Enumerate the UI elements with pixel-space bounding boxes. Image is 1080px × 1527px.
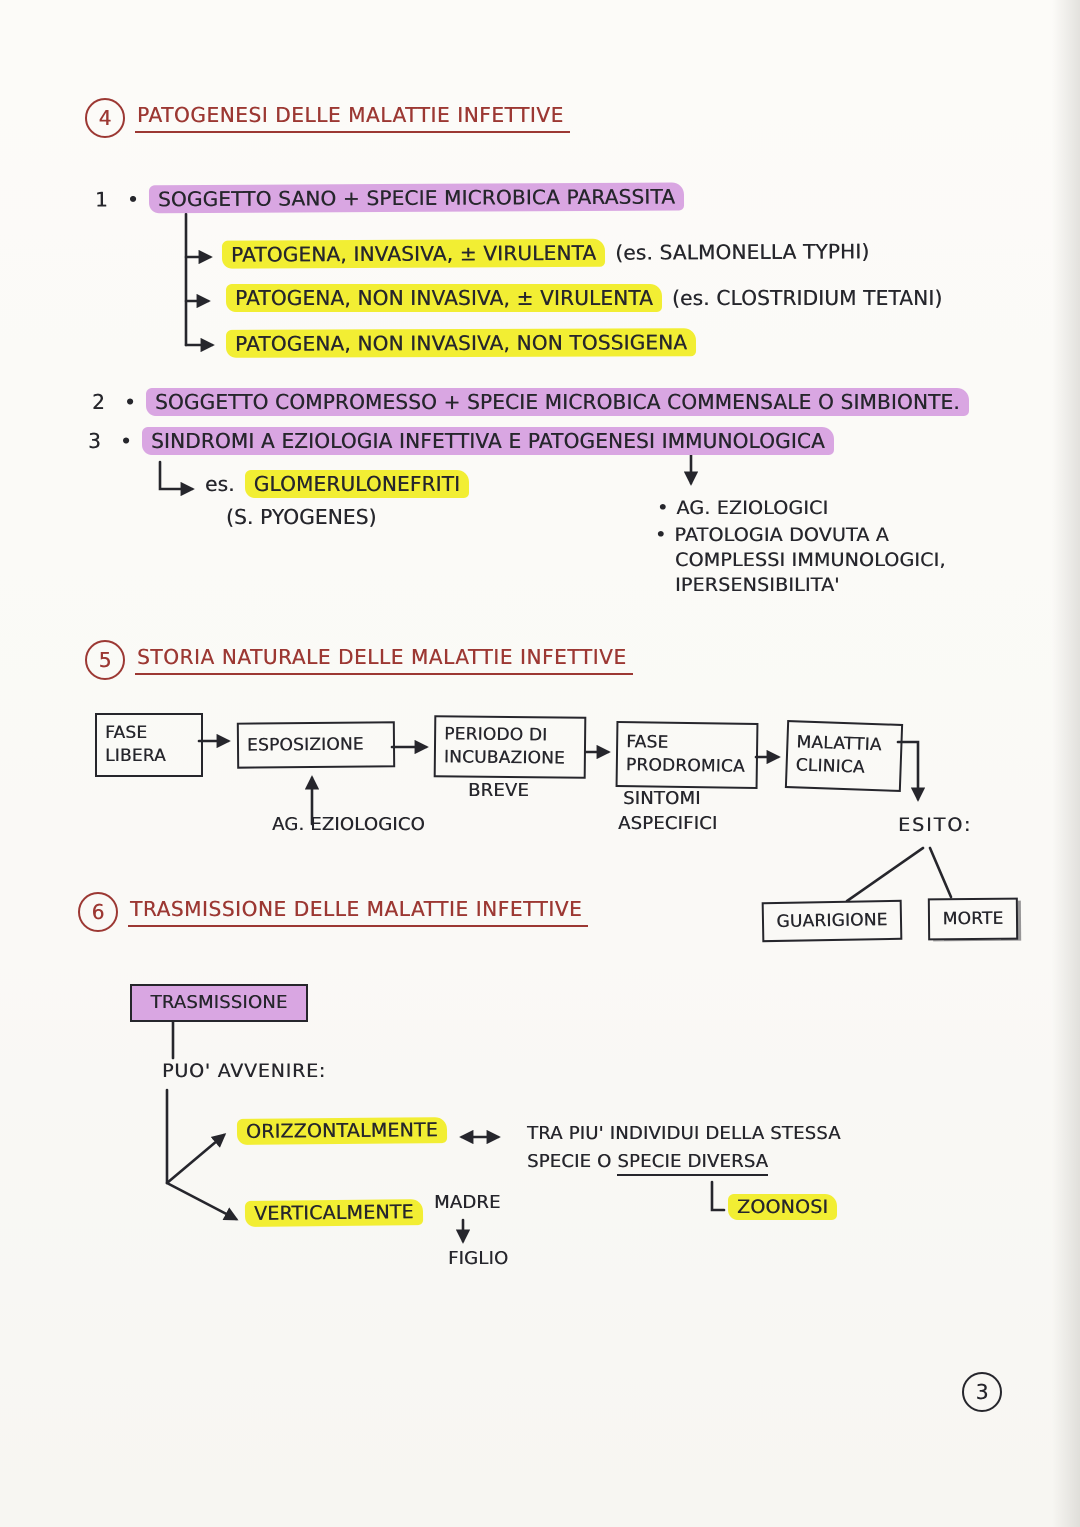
item-3-text: SINDROMI A EZIOLOGIA INFETTIVA E PATOGEN… [142, 427, 834, 455]
page-number: 3 [962, 1372, 1002, 1412]
item-2-number: 2 [92, 390, 105, 414]
outcome-branch-right [928, 846, 953, 899]
section-4-number: 4 [85, 98, 125, 138]
desc-line-2-underlined: SPECIE DIVERSA [617, 1150, 769, 1176]
flow-box-fase-libera: FASE LIBERA [95, 713, 203, 777]
horizontal-description: TRA PIU' INDIVIDUI DELLA STESSA SPECIE O… [527, 1120, 907, 1176]
note-2-line-3: IPERSENSIBILITA' [675, 574, 840, 596]
horizontal-label: ORIZZONTALMENTE [236, 1117, 448, 1145]
prodromic-note-line-1: SINTOMI [623, 788, 701, 809]
section-6-number: 6 [78, 892, 118, 932]
horizontal-desc-line-2: SPECIE O SPECIE DIVERSA [527, 1148, 907, 1176]
section-4-heading: 4 PATOGENESI DELLE MALATTIE INFETTIVE [85, 98, 570, 138]
item-2-bullet: • [124, 390, 136, 414]
vertical-label: VERTICALMENTE [244, 1199, 423, 1227]
outcome-1-label: GUARIGIONE [776, 909, 888, 932]
list-item-3: 3 • SINDROMI A EZIOLOGIA INFETTIVA E PAT… [88, 427, 834, 455]
item-3-number: 3 [88, 429, 101, 453]
example-elbow-arrow [158, 460, 195, 497]
vertical-branch-arrow [165, 1181, 239, 1221]
branch-row-2: PATOGENA, NON INVASIVA, ± VIRULENTA (es.… [226, 284, 942, 312]
flow-box-esposizione: ESPOSIZIONE [236, 721, 396, 769]
example-row: es. GLOMERULONEFRITI [205, 470, 470, 498]
zoonosis-label: ZOONOSI [728, 1194, 838, 1220]
flow-box-fase-prodromica: FASE PRODROMICA [615, 721, 759, 789]
flow-box-3-label: PERIODO DI INCUBAZIONE [443, 724, 566, 769]
item-1-bullet: • [126, 187, 140, 212]
note-2-line-1: PATOLOGIA DOVUTA A [674, 524, 889, 546]
page-number-badge: 3 [962, 1372, 1002, 1412]
section-5-number: 5 [85, 640, 125, 680]
desc-line-2-plain: SPECIE O [527, 1150, 618, 1172]
outcome-elbow-arrow [896, 740, 926, 802]
branch-1-note: (es. SALMONELLA TYPHI) [615, 239, 870, 265]
flow-box-4-label: FASE PRODROMICA [625, 732, 745, 777]
section-6-title: TRASMISSIONE DELLE MALATTIE INFETTIVE [128, 897, 589, 927]
branch-1-highlight: PATOGENA, INVASIVA, ± VIRULENTA [221, 238, 606, 269]
transmission-root-box: TRASMISSIONE [130, 984, 308, 1022]
outcome-2-label: MORTE [942, 908, 1004, 929]
outcome-label: ESITO: [898, 814, 973, 836]
note-bullet-1: • AG. EZIOLOGICI [657, 497, 828, 519]
agent-label: AG. EZIOLOGICO [272, 814, 425, 835]
example-prefix: es. [205, 472, 235, 496]
flow-box-2-label: ESPOSIZIONE [246, 734, 364, 756]
child-label: FIGLIO [448, 1248, 509, 1269]
flow-box-malattia-clinica: MALATTIA CLINICA [784, 719, 904, 793]
outcome-branch-left [845, 846, 925, 903]
horizontal-branch: ORIZZONTALMENTE [236, 1117, 448, 1145]
flow-box-periodo-incubazione: PERIODO DI INCUBAZIONE [433, 715, 587, 779]
horizontal-desc-line-1: TRA PIU' INDIVIDUI DELLA STESSA [527, 1123, 841, 1144]
section-6-heading: 6 TRASMISSIONE DELLE MALATTIE INFETTIVE [78, 892, 589, 932]
outcome-box-morte: MORTE [927, 897, 1019, 941]
item-2-text: SOGGETTO COMPROMESSO + SPECIE MICROBICA … [146, 388, 969, 416]
prodromic-note-line-2: ASPECIFICI [618, 813, 718, 834]
transmission-root-label: TRASMISSIONE [150, 991, 288, 1013]
page-edge-shading [1052, 0, 1080, 1527]
vertical-branch: VERTICALMENTE [244, 1199, 423, 1227]
list-item-1: 1 • SOGGETTO SANO + SPECIE MICROBICA PAR… [94, 182, 685, 214]
item-1-text: SOGGETTO SANO + SPECIE MICROBICA PARASSI… [148, 182, 685, 214]
zoonosis-elbow-line [710, 1180, 726, 1212]
example-highlight: GLOMERULONEFRITI [244, 470, 470, 498]
branch-2-note: (es. CLOSTRIDIUM TETANI) [672, 286, 943, 310]
example-detail: (S. PYOGENES) [226, 505, 377, 529]
branch-row-1: PATOGENA, INVASIVA, ± VIRULENTA (es. SAL… [221, 237, 870, 269]
branch-2-highlight: PATOGENA, NON INVASIVA, ± VIRULENTA [226, 284, 663, 312]
horizontal-branch-arrow [165, 1133, 227, 1185]
note-2-bullet: • [655, 524, 667, 546]
section-5-heading: 5 STORIA NATURALE DELLE MALATTIE INFETTI… [85, 640, 633, 680]
note-2-line-2: COMPLESSI IMMUNOLOGICI, [675, 549, 946, 571]
note-bullet-2: • PATOLOGIA DOVUTA A [655, 524, 889, 546]
list-item-2: 2 • SOGGETTO COMPROMESSO + SPECIE MICROB… [92, 388, 969, 416]
section-4-title: PATOGENESI DELLE MALATTIE INFETTIVE [135, 103, 570, 133]
item-3-bullet: • [120, 429, 132, 453]
note-1-bullet: • [657, 497, 669, 519]
outcome-box-guarigione: GUARIGIONE [761, 899, 903, 943]
item-1-number: 1 [94, 187, 109, 212]
section-5-title: STORIA NATURALE DELLE MALATTIE INFETTIVE [135, 645, 633, 675]
occurs-label: PUO' AVVENIRE: [162, 1060, 326, 1082]
flow-box-1-label: FASE LIBERA [105, 723, 166, 766]
branch-row-3: PATOGENA, NON INVASIVA, NON TOSSIGENA [225, 328, 706, 358]
zoonosis-row: ZOONOSI [728, 1194, 838, 1220]
note-1-text: AG. EZIOLOGICI [676, 497, 829, 519]
incubation-note: BREVE [468, 780, 529, 801]
mother-label: MADRE [434, 1192, 501, 1213]
branch-3-highlight: PATOGENA, NON INVASIVA, NON TOSSIGENA [225, 328, 697, 358]
flow-box-5-label: MALATTIA CLINICA [795, 732, 882, 778]
